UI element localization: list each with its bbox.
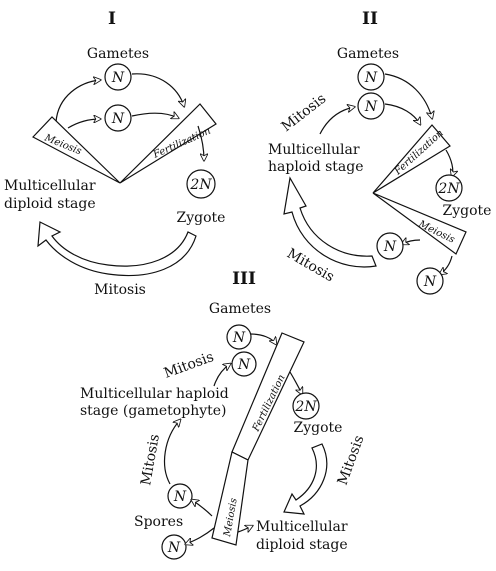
panel-3-diploid-stage-label: diploid stage xyxy=(256,537,348,553)
panel-1-arrow-to-zygote xyxy=(197,125,204,160)
panel-3-arrow-to-diploid xyxy=(237,526,252,532)
panel-1-diploid-stage-label: diploid stage xyxy=(4,196,96,212)
panel-2-gamete-cell-top: N xyxy=(357,63,385,91)
panel-1-arrow-to-gamete-mid xyxy=(67,119,100,129)
panel-3-gamete-cell-top: N xyxy=(226,324,252,350)
panel-2-arrow-to-bottom-cell xyxy=(440,255,453,274)
svg-text:N: N xyxy=(173,489,187,505)
panel-2-cell-left: N xyxy=(376,232,404,260)
panel-1-arrow-to-gamete-top xyxy=(55,80,100,123)
panel-2-arrow-gamete-mid-to-fert xyxy=(384,103,420,124)
svg-text:N: N xyxy=(111,70,125,86)
panel-1-arrow-gamete-top-to-fert xyxy=(131,73,184,106)
panel-1-arrow-gamete-mid-to-fert xyxy=(131,113,178,118)
panel-3-arrow-meiosis-to-spore-top xyxy=(192,500,213,517)
panel-2-mitosis-top-label: Mitosis xyxy=(279,91,330,135)
panel-2-zygote-label: Zygote xyxy=(443,203,492,219)
panel-3-spore-cell-bottom: N xyxy=(161,534,187,560)
panel-2-haploid-stage-label: haploid stage xyxy=(268,159,364,175)
panel-1-mitosis-arrow xyxy=(37,221,197,277)
panel-3-gametes-label: Gametes xyxy=(209,301,271,317)
svg-text:N: N xyxy=(383,239,397,255)
panel-2-numeral: II xyxy=(362,9,378,29)
svg-text:N: N xyxy=(364,99,378,115)
svg-text:N: N xyxy=(232,330,246,346)
panel-2-arrow-to-zygote xyxy=(445,149,453,176)
svg-text:N: N xyxy=(167,540,181,556)
panel-2-multicellular-label: Multicellular xyxy=(268,142,360,158)
svg-text:N: N xyxy=(111,111,125,127)
panel-3-spore-cell-top: N xyxy=(167,483,193,509)
panel-3-meiosis-band xyxy=(211,451,249,546)
panel-2-arrow-mitosis-to-gametes xyxy=(319,107,354,135)
panel-3-mitosis-left-label: Mitosis xyxy=(138,433,163,487)
panel-2-gamete-cell-mid: N xyxy=(357,92,385,120)
panel-3-arrow-gametes-to-fert xyxy=(250,333,276,344)
panel-1-zygote-cell: 2N xyxy=(186,169,216,199)
panel-3-mitosis-right-arrow xyxy=(283,443,328,515)
panel-3-arrow-mitosis-to-gametes xyxy=(213,364,230,387)
panel-1-gamete-cell-mid: N xyxy=(104,104,132,132)
panel-1-gamete-cell-top: N xyxy=(104,63,132,91)
panel-1-fertilization-wedge xyxy=(119,103,217,184)
panel-3-haploid-line2-label: stage (gametophyte) xyxy=(80,403,227,419)
panel-3-arrow-meiosis-to-spore-bottom xyxy=(186,527,215,544)
panel-2: II Gametes N N Mitosis Multicellular hap… xyxy=(268,9,492,295)
panel-2-arrow-to-left-cell xyxy=(402,240,421,244)
panel-3-mitosis-left-arrow xyxy=(163,420,180,485)
panel-3-mitosis-right-label: Mitosis xyxy=(335,433,368,487)
panel-1-meiosis-wedge xyxy=(32,116,121,184)
panel-3-gamete-cell-mid: N xyxy=(231,351,257,377)
svg-text:N: N xyxy=(237,357,251,373)
panel-2-mitosis-arrow xyxy=(283,176,377,268)
panel-1-multicellular-label: Multicellular xyxy=(4,178,96,194)
panel-3-spores-label: Spores xyxy=(134,514,183,530)
panel-1: I Gametes N N Meiosis Fertilization 2N Z xyxy=(4,9,225,298)
svg-text:2N: 2N xyxy=(437,181,460,197)
panel-1-gametes-label: Gametes xyxy=(87,46,149,62)
svg-text:N: N xyxy=(423,274,437,290)
panel-2-gametes-label: Gametes xyxy=(337,46,399,62)
panel-3-arrow-to-zygote xyxy=(289,371,302,394)
panel-3-multicellular-label: Multicellular xyxy=(256,519,348,535)
svg-text:2N: 2N xyxy=(294,399,317,415)
svg-text:N: N xyxy=(364,70,378,86)
panel-1-zygote-label: Zygote xyxy=(177,210,226,226)
panel-2-meiosis-wedge xyxy=(372,192,467,255)
panel-1-mitosis-label: Mitosis xyxy=(94,282,146,298)
panel-3-mitosis-top-label: Mitosis xyxy=(162,349,216,382)
panel-3-zygote-label: Zygote xyxy=(294,420,343,436)
panel-2-zygote-cell: 2N xyxy=(435,174,463,202)
panel-1-numeral: I xyxy=(108,9,116,29)
panel-2-fertilization-wedge xyxy=(372,124,451,194)
panel-2-arrow-gamete-top-to-fert xyxy=(384,73,432,118)
panel-3-zygote-cell: 2N xyxy=(292,392,320,420)
panel-2-cell-bottom: N xyxy=(416,267,444,295)
panel-3: III Gametes N N Mitosis Multicellular ha… xyxy=(80,269,368,560)
panel-3-numeral: III xyxy=(232,269,256,289)
svg-text:2N: 2N xyxy=(189,177,212,193)
panel-3-haploid-line1-label: Multicellular haploid xyxy=(80,386,229,402)
